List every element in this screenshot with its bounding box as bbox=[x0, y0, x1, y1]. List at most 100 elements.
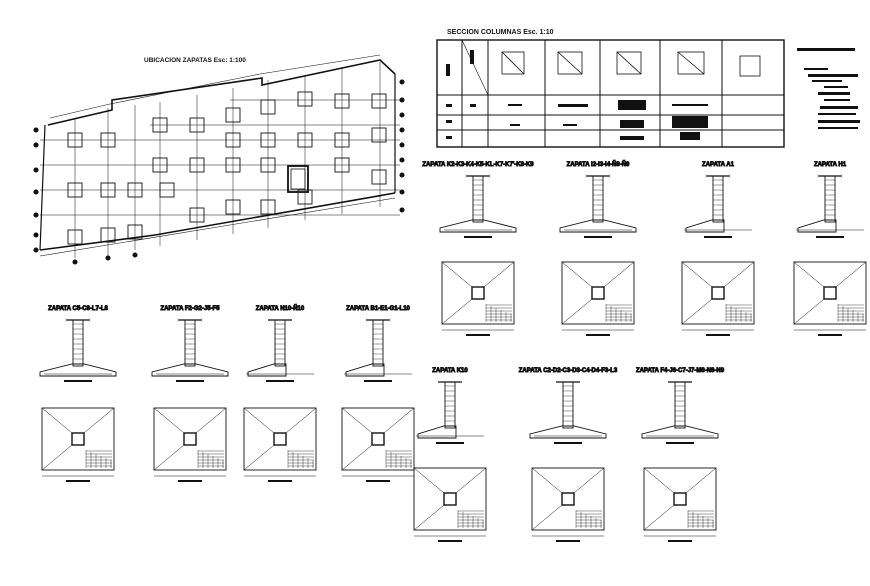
plan-diagonal bbox=[681, 261, 713, 288]
footing-detail: ZAPATA C2-D2-C3-D3-C4-D4-F3-L3 bbox=[518, 368, 618, 542]
plan-diagonal bbox=[41, 407, 73, 434]
footing-section bbox=[439, 219, 517, 233]
footing-label: ZAPATA B1-E1-G1-L10 bbox=[346, 306, 410, 312]
plan-diagonal bbox=[285, 407, 317, 434]
footing-plan bbox=[341, 407, 415, 471]
footing-detail: ZAPATA K2-K3-K4-K5-KL-K7-K7'-K8-K9 bbox=[422, 162, 535, 336]
footing-label: ZAPATA K10 bbox=[432, 368, 468, 374]
dimension-tag bbox=[436, 442, 464, 444]
footing-plan bbox=[41, 407, 115, 471]
plan-diagonal bbox=[195, 407, 227, 434]
plan-column bbox=[673, 492, 687, 506]
footing-detail: ZAPATA K10 bbox=[413, 368, 487, 542]
plan-diagonal bbox=[835, 261, 867, 288]
plan-diagonal bbox=[243, 444, 275, 471]
plan-diagonal bbox=[681, 298, 713, 325]
dimension-tag bbox=[668, 540, 692, 542]
footing-label: ZAPATA N10-Ñ10 bbox=[256, 305, 305, 312]
footing-section bbox=[559, 219, 637, 233]
footing-label: ZAPATA C5-C8-L7-L8 bbox=[48, 306, 108, 312]
footing-label: ZAPATA C2-D2-C3-D3-C4-D4-F3-L3 bbox=[519, 368, 618, 374]
dimension-tag bbox=[268, 480, 292, 482]
column-section-icons bbox=[501, 51, 761, 77]
dimension-tag bbox=[586, 334, 610, 336]
columns-table-title: SECCION COLUMNAS Esc. 1:10 bbox=[447, 29, 554, 36]
footing-section bbox=[641, 425, 719, 439]
dimension-tag bbox=[706, 334, 730, 336]
footing-detail: ZAPATA C5-C8-L7-L8 bbox=[39, 306, 117, 482]
plan-diagonal bbox=[573, 467, 605, 494]
footing-label: ZAPATA H1 bbox=[814, 162, 847, 168]
dimension-tag bbox=[438, 540, 462, 542]
plan-column bbox=[471, 286, 485, 300]
footing-section bbox=[151, 363, 229, 377]
footing-label: ZAPATA F4-J6-C7-J7-M8-N8-N9 bbox=[636, 368, 725, 374]
plan-diagonal bbox=[341, 444, 373, 471]
plan-diagonal bbox=[41, 444, 73, 471]
footing-location-plan bbox=[33, 54, 405, 265]
footing-detail: ZAPATA I2-I3-I4-Ñ8-Ñ9 bbox=[559, 161, 637, 336]
plan-diagonal bbox=[153, 407, 185, 434]
footing-plan bbox=[243, 407, 317, 471]
dimension-tag bbox=[464, 236, 492, 238]
plan-diagonal bbox=[83, 407, 115, 434]
plan-diagonal bbox=[685, 467, 717, 494]
footing-plan bbox=[561, 261, 635, 325]
footing-plan bbox=[413, 467, 487, 531]
dimension-tag bbox=[466, 334, 490, 336]
dimension-tag bbox=[818, 334, 842, 336]
dimension-tag bbox=[178, 480, 202, 482]
dimension-tag bbox=[266, 380, 294, 382]
plan-diagonal bbox=[441, 261, 473, 288]
plan-diagonal bbox=[383, 407, 415, 434]
dimension-tag bbox=[554, 442, 582, 444]
footing-detail: ZAPATA B1-E1-G1-L10 bbox=[341, 306, 415, 482]
plan-diagonal bbox=[643, 504, 675, 531]
dimension-tag bbox=[666, 442, 694, 444]
plan-column bbox=[591, 286, 605, 300]
footing-plan bbox=[643, 467, 717, 531]
plan-diagonal bbox=[483, 261, 515, 288]
plan-diagonal bbox=[531, 504, 563, 531]
plan-column bbox=[273, 432, 287, 446]
footing-section bbox=[39, 363, 117, 377]
plan-footing-squares bbox=[67, 91, 387, 245]
plan-column bbox=[443, 492, 457, 506]
plan-diagonal bbox=[413, 467, 445, 494]
plan-grid-bubbles bbox=[33, 79, 405, 265]
footing-section bbox=[797, 219, 837, 233]
footing-section bbox=[345, 363, 385, 377]
notes-block bbox=[797, 48, 860, 129]
footing-section bbox=[417, 425, 457, 439]
plan-column bbox=[823, 286, 837, 300]
footing-label: ZAPATA A1 bbox=[702, 162, 735, 168]
footing-detail: ZAPATA N10-Ñ10 bbox=[243, 305, 317, 482]
footing-detail: ZAPATA H1 bbox=[793, 162, 867, 336]
footing-plan bbox=[531, 467, 605, 531]
plan-diagonal bbox=[455, 467, 487, 494]
footing-detail: ZAPATA F4-J6-C7-J7-M8-N8-N9 bbox=[635, 368, 725, 542]
footing-section bbox=[685, 219, 725, 233]
plan-diagonal bbox=[793, 298, 825, 325]
plan-column bbox=[71, 432, 85, 446]
plan-diagonal bbox=[643, 467, 675, 494]
plan-diagonal bbox=[723, 261, 755, 288]
dimension-tag bbox=[176, 380, 204, 382]
plan-title: UBICACION ZAPATAS Esc: 1:100 bbox=[144, 57, 246, 64]
plan-diagonal bbox=[561, 298, 593, 325]
plan-column bbox=[371, 432, 385, 446]
plan-column bbox=[561, 492, 575, 506]
footing-plan bbox=[441, 261, 515, 325]
plan-boundary bbox=[39, 54, 396, 257]
plan-diagonal bbox=[603, 261, 635, 288]
footing-label: ZAPATA I2-I3-I4-Ñ8-Ñ9 bbox=[567, 161, 630, 168]
plan-diagonal bbox=[441, 298, 473, 325]
plan-column bbox=[183, 432, 197, 446]
dimension-tag bbox=[66, 480, 90, 482]
footing-plan bbox=[681, 261, 755, 325]
plan-diagonal bbox=[243, 407, 275, 434]
plan-diagonal bbox=[531, 467, 563, 494]
footing-label: ZAPATA K2-K3-K4-K5-KL-K7-K7'-K8-K9 bbox=[422, 162, 534, 168]
